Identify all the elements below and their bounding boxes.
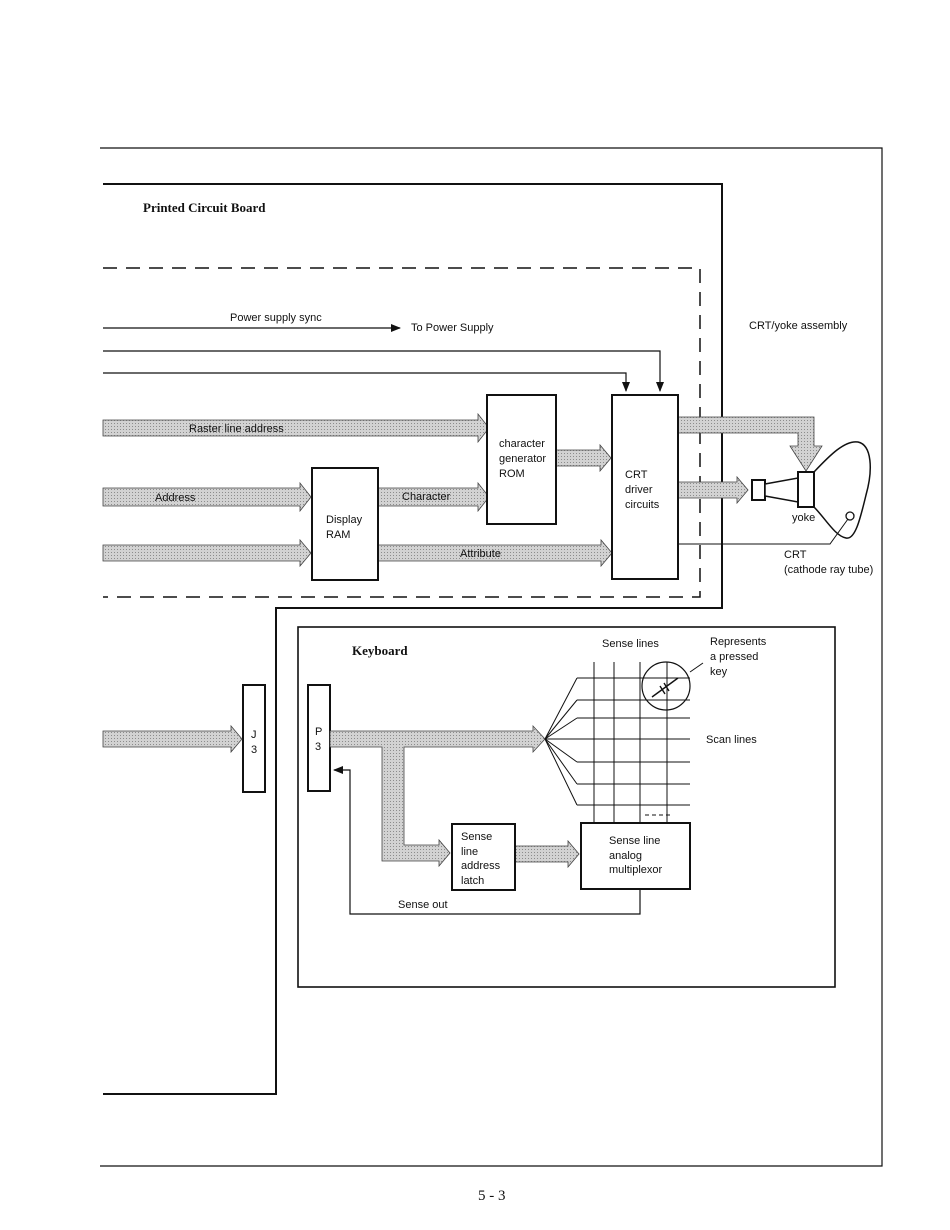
yoke-label: yoke [792, 512, 815, 524]
pcb-title: Printed Circuit Board [143, 200, 266, 215]
j3-connector [242, 684, 266, 793]
keyboard-boundary [297, 626, 836, 988]
j3-label-1: J [251, 729, 257, 741]
scan-line-fan [544, 677, 578, 806]
crt-bulb [813, 441, 871, 539]
address-bus [102, 481, 312, 513]
pressed-key-switch-icon [651, 677, 679, 698]
crt-driver-box [611, 394, 679, 580]
attribute-bus [102, 538, 312, 568]
p3-label-2: 3 [315, 741, 321, 753]
pressed-key-leader [689, 662, 704, 673]
to-power-supply-label: To Power Supply [411, 322, 494, 334]
crt-to-yoke-bus [677, 416, 823, 472]
pressed-key-circle [641, 661, 691, 711]
attribute-label: Attribute [460, 548, 501, 560]
latch-label-3: address [461, 860, 501, 872]
latch-label-2: line [461, 846, 478, 858]
character-label: Character [402, 491, 451, 503]
crt-driver-line-2: driver [625, 484, 653, 496]
scan-lines-grid [577, 677, 690, 806]
crt-anode [845, 511, 855, 521]
char-gen-rom-line-2: generator [499, 453, 546, 465]
character-bus [377, 481, 490, 513]
char-gen-rom-line-1: character [499, 438, 545, 450]
attribute-bus-2 [377, 538, 613, 568]
sync-line-1 [103, 350, 664, 392]
crt-neck-small [751, 479, 766, 501]
pressed-key-label-2: a pressed [710, 651, 758, 663]
sync-line-2 [103, 372, 630, 392]
latch-label-4: latch [461, 875, 484, 887]
power-supply-sync-label: Power supply sync [230, 312, 322, 324]
char-gen-rom-line-3: ROM [499, 468, 525, 480]
crt-driver-line-3: circuits [625, 499, 660, 511]
p3-scan-bus [329, 724, 546, 868]
j3-label-2: 3 [251, 744, 257, 756]
sense-out-label: Sense out [398, 899, 448, 911]
sense-lines-grid [593, 662, 668, 823]
rom-to-crt-bus [555, 443, 612, 473]
scan-lines-label: Scan lines [706, 734, 757, 746]
display-ram-box [311, 467, 379, 581]
pcb-to-j3-bus [102, 724, 243, 754]
raster-line-address-label: Raster line address [189, 423, 284, 435]
outer-frame [100, 147, 883, 1167]
keyboard-title: Keyboard [352, 643, 408, 658]
pressed-key-label-1: Represents [710, 636, 767, 648]
raster-line-address-bus [102, 412, 490, 444]
pcb-boundary [103, 183, 723, 1095]
display-ram-line-2: RAM [326, 529, 350, 541]
sense-line-latch-box [451, 823, 516, 891]
char-gen-rom-box [486, 394, 557, 525]
latch-to-mux-bus [514, 839, 580, 869]
display-ram-line-1: Display [326, 514, 363, 526]
mux-label-1: Sense line [609, 835, 660, 847]
yoke-box [797, 471, 815, 508]
crt-neck-cone [764, 477, 799, 503]
page-number: 5 - 3 [478, 1188, 506, 1204]
p3-connector [307, 684, 331, 792]
p3-label-1: P [315, 726, 322, 738]
pressed-key-label-3: key [710, 666, 728, 678]
mux-label-3: multiplexor [609, 864, 663, 876]
address-label: Address [155, 492, 196, 504]
crt-label-line-1: CRT [784, 549, 807, 561]
crt-anode-lead [678, 518, 849, 545]
sense-lines-label: Sense lines [602, 638, 659, 650]
sense-out-line [333, 766, 641, 915]
sense-line-mux-box [580, 822, 691, 890]
crt-yoke-assembly-label: CRT/yoke assembly [749, 320, 848, 332]
crt-driver-line-1: CRT [625, 469, 648, 481]
latch-label-1: Sense [461, 831, 492, 843]
crt-to-neck-bus [677, 475, 749, 505]
mux-label-2: analog [609, 850, 642, 862]
crt-label-line-2: (cathode ray tube) [784, 564, 873, 576]
